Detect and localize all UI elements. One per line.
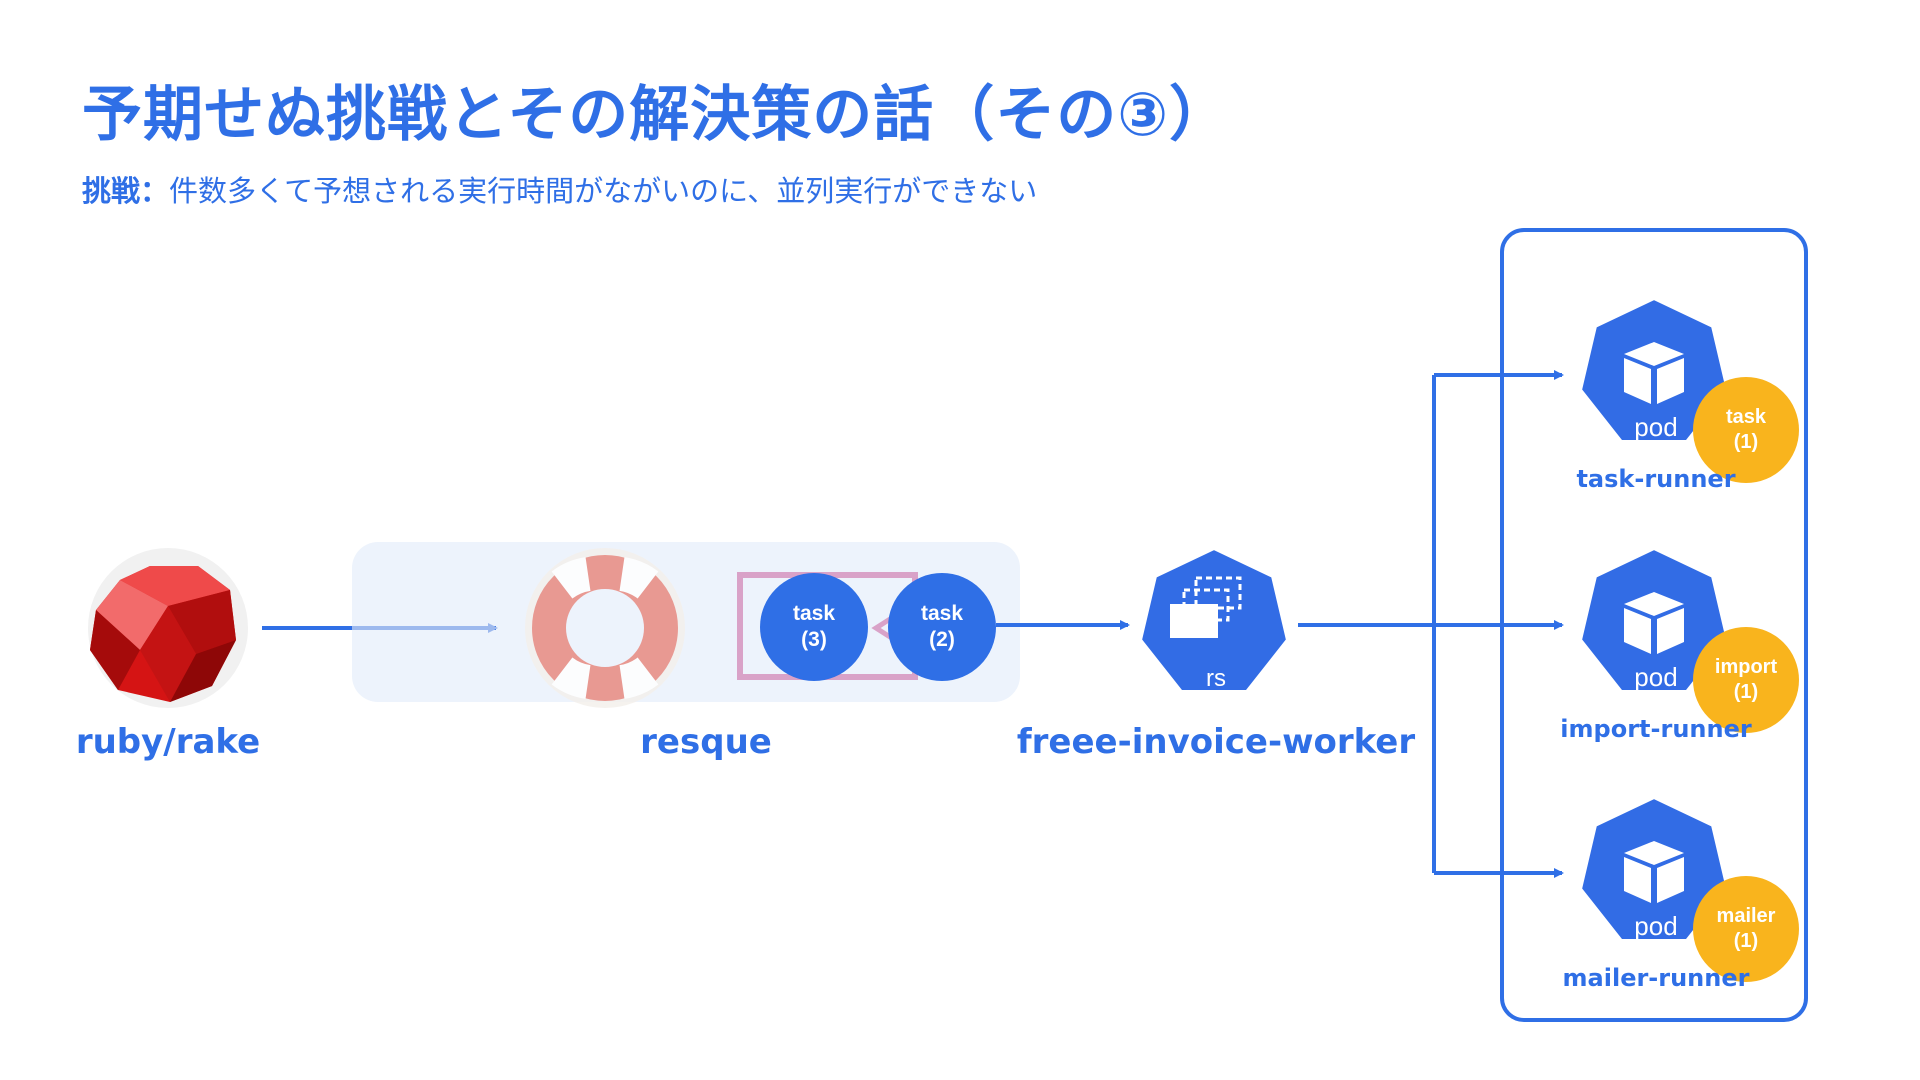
task-name: task <box>792 602 836 625</box>
badge-count: (1) <box>1733 681 1759 703</box>
freee-invoice-worker-label: freee-invoice-worker <box>1016 722 1416 762</box>
ruby-rake-label: ruby/rake <box>75 722 261 762</box>
fan-out-connector <box>1298 370 1564 878</box>
task-runner-badge <box>1693 377 1799 483</box>
pod-icon <box>1577 295 1731 444</box>
page-title: 予期せぬ挑戦とその解決策の話（その③） <box>82 80 1230 150</box>
badge-count: (1) <box>1733 930 1759 952</box>
pod-icon-label: pod <box>1634 662 1677 692</box>
pod-icon <box>1577 794 1731 943</box>
pod-icon-label: pod <box>1634 911 1677 941</box>
ruby-gem-icon <box>88 548 248 708</box>
challenge-subtitle: 挑戦：件数多くて予想される実行時間がながいのに、並列実行ができない <box>82 168 1037 210</box>
pods-container <box>1500 228 1808 1022</box>
queued-task-2 <box>888 573 996 681</box>
task-count: (3) <box>801 628 827 651</box>
badge-count: (1) <box>1733 431 1759 453</box>
badge-name: import <box>1714 656 1778 678</box>
challenge-text: 件数多くて予想される実行時間がながいのに、並列実行ができない <box>169 174 1038 208</box>
queued-task-2-label: task (2) <box>887 601 997 653</box>
import-runner-label: import-runner <box>1560 715 1752 743</box>
badge-name: mailer <box>1716 905 1776 927</box>
replicaset-icon <box>1137 545 1291 694</box>
pod-icon-label: pod <box>1634 412 1677 442</box>
task-name: task <box>920 602 964 625</box>
lifebuoy-icon <box>525 548 685 708</box>
pod-icon <box>1577 545 1731 694</box>
challenge-label: 挑戦： <box>82 174 170 208</box>
queued-task-3-label: task (3) <box>759 601 869 653</box>
task-runner-label: task-runner <box>1576 465 1736 493</box>
rs-icon-label: rs <box>1206 665 1226 692</box>
mailer-runner-badge-label: mailer (1) <box>1691 904 1801 954</box>
task-count: (2) <box>929 628 955 651</box>
badge-name: task <box>1725 406 1767 428</box>
resque-label: resque <box>640 722 772 762</box>
import-runner-badge <box>1693 627 1799 733</box>
task-runner-badge-label: task (1) <box>1691 405 1801 455</box>
queued-task-3 <box>760 573 868 681</box>
mailer-runner-badge <box>1693 876 1799 982</box>
mailer-runner-label: mailer-runner <box>1562 964 1750 992</box>
import-runner-badge-label: import (1) <box>1691 655 1801 705</box>
